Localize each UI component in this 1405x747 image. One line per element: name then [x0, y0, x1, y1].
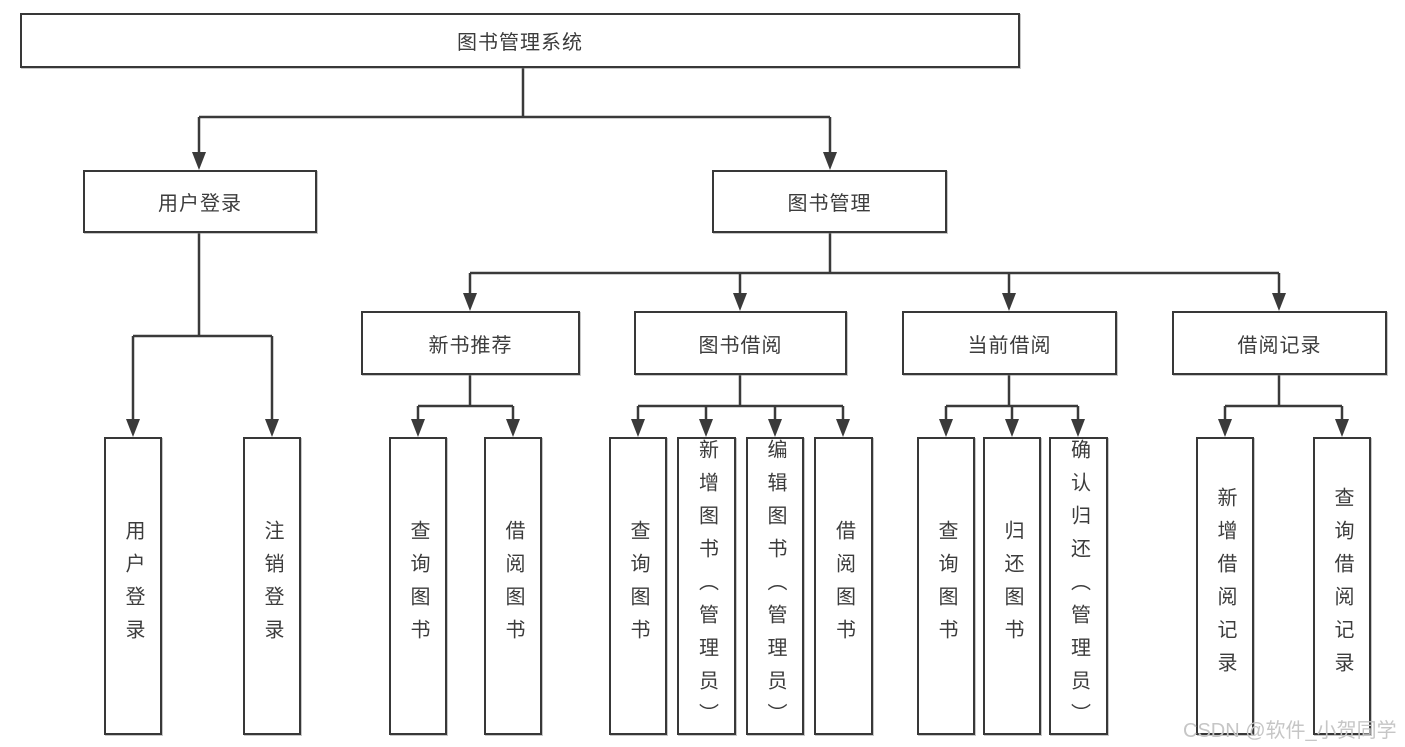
node-borrowing-records: 借阅记录: [1172, 311, 1387, 375]
leaf-current-query-books: 查询图书: [917, 437, 975, 735]
leaf-borrowing-edit-books-admin: 编辑图书（管理员）: [746, 437, 804, 736]
node-label: 新增图书（管理员）: [695, 439, 718, 736]
connector-book-borrowing-to-leaves: [631, 375, 850, 437]
node-label: 新增借阅记录: [1214, 487, 1236, 685]
leaf-current-return-books: 归还图书: [983, 437, 1041, 735]
node-label: 新书推荐: [428, 334, 513, 357]
leaf-borrowing-query-books: 查询图书: [609, 437, 667, 735]
connector-new-book-recommend-to-leaves: [411, 375, 520, 437]
node-label: 当前借阅: [967, 334, 1052, 357]
node-label: 借阅记录: [1237, 334, 1322, 357]
connector-user-login-to-leaves: [126, 233, 279, 437]
leaf-logout: 注销登录: [243, 437, 301, 735]
node-label: 归还图书: [1001, 520, 1023, 652]
leaf-records-query-record: 查询借阅记录: [1313, 437, 1371, 735]
node-label: 查询图书: [407, 520, 429, 652]
leaf-borrowing-add-books-admin: 新增图书（管理员）: [677, 437, 736, 736]
connector-book-management-to-level3: [463, 233, 1286, 311]
node-book-borrowing: 图书借阅: [634, 311, 847, 375]
leaf-borrowing-borrow-books: 借阅图书: [814, 437, 873, 735]
csdn-watermark: CSDN @软件_小贺同学: [1183, 720, 1397, 742]
leaf-recommend-query-books: 查询图书: [389, 437, 447, 735]
leaf-records-add-record: 新增借阅记录: [1196, 437, 1254, 735]
node-label: 图书管理系统: [457, 32, 583, 54]
leaf-user-login: 用户登录: [104, 437, 162, 735]
connector-root-to-level2: [192, 68, 837, 170]
node-label: 确认归还（管理员）: [1067, 439, 1090, 736]
node-label: 用户登录: [122, 520, 144, 652]
node-label: 注销登录: [261, 520, 283, 652]
node-new-book-recommend: 新书推荐: [361, 311, 580, 375]
leaf-recommend-borrow-books: 借阅图书: [484, 437, 542, 735]
node-label: 图书借阅: [698, 334, 783, 357]
node-label: 用户登录: [158, 193, 242, 215]
connector-borrowing-records-to-leaves: [1218, 375, 1349, 437]
node-book-management-system: 图书管理系统: [20, 13, 1020, 68]
leaf-current-confirm-return-admin: 确认归还（管理员）: [1049, 437, 1108, 736]
node-label: 查询图书: [935, 520, 957, 652]
node-label: 图书管理: [787, 193, 872, 215]
node-label: 查询借阅记录: [1331, 487, 1353, 685]
connector-current-borrowing-to-leaves: [939, 375, 1085, 437]
node-user-login: 用户登录: [83, 170, 317, 233]
node-label: 查询图书: [627, 520, 649, 652]
node-label: 编辑图书（管理员）: [764, 439, 786, 736]
node-current-borrowing: 当前借阅: [902, 311, 1117, 375]
node-label: 借阅图书: [502, 520, 524, 652]
node-label: 借阅图书: [832, 520, 855, 652]
node-book-management: 图书管理: [712, 170, 947, 233]
